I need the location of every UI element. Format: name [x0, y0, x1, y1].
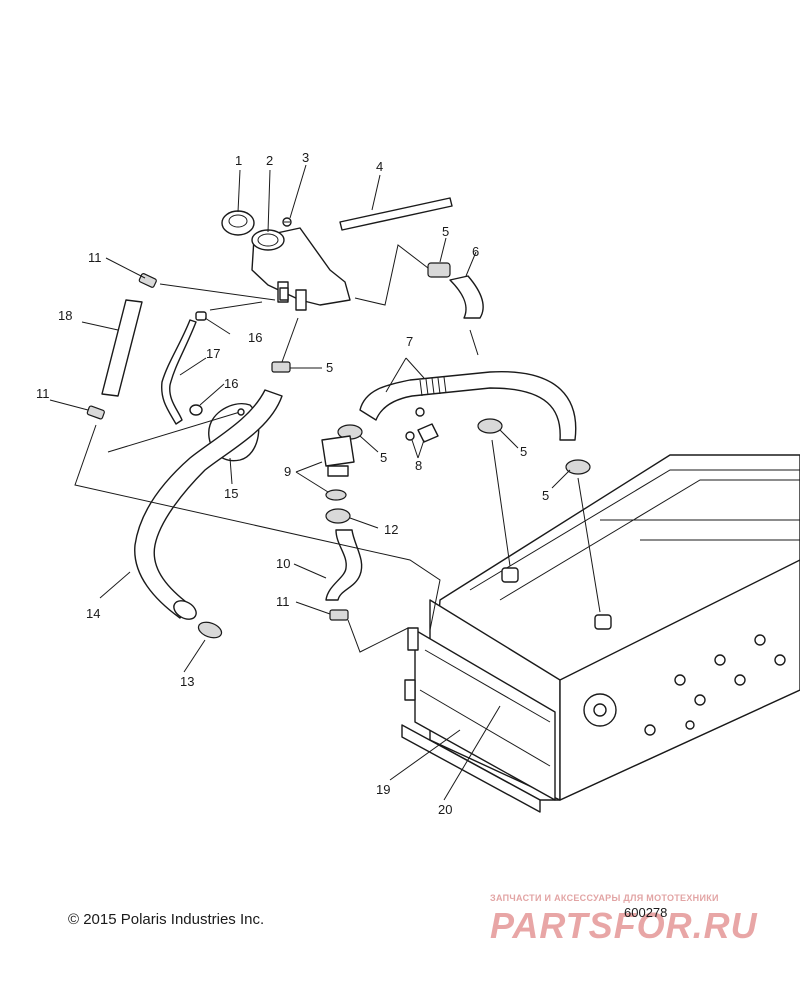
elbow-hose-6 [449, 275, 484, 319]
clamp-11-bottom [329, 609, 349, 621]
callout-9: 9 [284, 464, 291, 479]
callout-3: 3 [302, 150, 309, 165]
callouts: 1 2 3 4 5 6 11 18 16 17 5 7 11 16 5 5 8 … [36, 150, 549, 817]
hose-14 [134, 389, 283, 619]
overflow-tube-4 [339, 197, 453, 231]
plug-16-mid [189, 404, 203, 416]
callout-5: 5 [326, 360, 333, 375]
callout-11: 11 [88, 250, 102, 265]
callout-1: 1 [235, 153, 242, 168]
clamp-11-top [138, 273, 157, 288]
clamp-5-far [565, 459, 591, 475]
callout-10: 10 [276, 556, 290, 571]
callout-16: 16 [224, 376, 238, 391]
callout-7: 7 [406, 334, 413, 349]
clamp-5-mid [271, 361, 291, 373]
callout-14: 14 [86, 606, 100, 621]
radiator-cap-1 [221, 210, 255, 236]
callout-12: 12 [384, 522, 398, 537]
figure-number: 600278 [624, 905, 668, 920]
leader-lines [49, 164, 601, 801]
callout-17: 17 [206, 346, 220, 361]
callout-11: 11 [36, 386, 50, 401]
callout-18: 18 [58, 308, 72, 323]
callout-8: 8 [415, 458, 422, 473]
hose-14-end [173, 600, 197, 620]
plug-16-top [195, 311, 207, 321]
callout-5: 5 [520, 444, 527, 459]
clamp-13 [197, 621, 223, 639]
watermark-tagline: ЗАПЧАСТИ И АКСЕССУАРЫ ДЛЯ МОТОТЕХНИКИ [490, 893, 719, 903]
thermostat-housing-9 [321, 435, 355, 501]
tunnel-holes [583, 634, 786, 736]
clips-8 [405, 407, 439, 443]
watermark-brand-logo: PARTSFOR.RU [490, 905, 758, 946]
callout-5: 5 [542, 488, 549, 503]
callout-19: 19 [376, 782, 390, 797]
coolant-bottle-2 [251, 227, 351, 311]
callout-13: 13 [180, 674, 194, 689]
clamp-5-top [427, 262, 451, 278]
callout-20: 20 [438, 802, 452, 817]
callout-15: 15 [224, 486, 238, 501]
copyright-notice: © 2015 Polaris Industries Inc. [68, 911, 265, 928]
callout-6: 6 [472, 244, 479, 259]
hose-17 [160, 319, 197, 425]
callout-16: 16 [248, 330, 262, 345]
screw-3 [282, 217, 292, 227]
clamp-11-left [86, 405, 105, 420]
hose-10 [325, 529, 363, 601]
hose-7-ribs [419, 376, 447, 397]
hose-7 [359, 371, 577, 441]
callout-5: 5 [442, 224, 449, 239]
callout-11: 11 [276, 594, 290, 609]
callout-5: 5 [380, 450, 387, 465]
clamp-12 [325, 508, 351, 524]
callout-4: 4 [376, 159, 383, 174]
clamp-5-right [477, 418, 503, 434]
callout-2: 2 [266, 153, 273, 168]
hose-18 [101, 299, 143, 397]
